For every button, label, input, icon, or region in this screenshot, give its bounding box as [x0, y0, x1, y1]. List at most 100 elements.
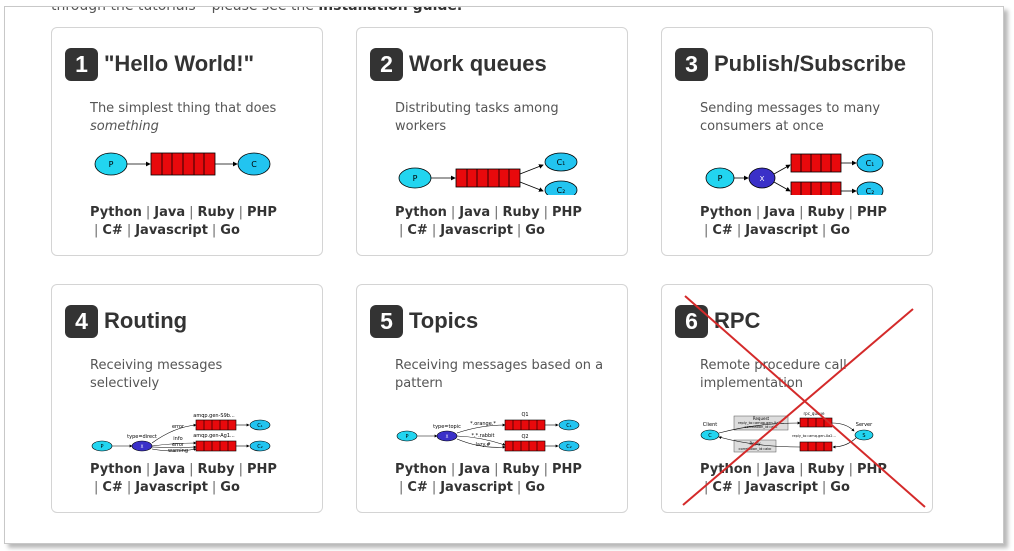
- php-link[interactable]: PHP: [551, 205, 582, 220]
- python-link[interactable]: Python: [700, 205, 752, 220]
- card-title[interactable]: 5 Topics: [370, 304, 478, 338]
- python-link[interactable]: Python: [90, 205, 142, 220]
- separator: |: [238, 462, 243, 477]
- consumer-node-1: [544, 152, 578, 172]
- go-link[interactable]: Go: [525, 480, 545, 495]
- consumer-node: [237, 152, 271, 176]
- python-link[interactable]: Python: [395, 462, 447, 477]
- consumer-node-2: [544, 180, 578, 195]
- routing-key-1: error: [172, 424, 185, 430]
- javascript-link[interactable]: Javascript: [135, 223, 208, 238]
- csharp-link[interactable]: C#: [712, 480, 733, 495]
- java-link[interactable]: Java: [764, 205, 796, 220]
- rpc-queue-name: rpc_queue: [804, 411, 825, 416]
- go-link[interactable]: Go: [525, 223, 545, 238]
- separator: |: [516, 223, 522, 238]
- python-link[interactable]: Python: [700, 462, 752, 477]
- separator: |: [450, 205, 456, 220]
- server-label: Server: [856, 422, 873, 428]
- php-link[interactable]: PHP: [246, 205, 277, 220]
- csharp-link[interactable]: C#: [407, 223, 428, 238]
- javascript-link[interactable]: Javascript: [440, 480, 513, 495]
- consumer-node-2: [856, 181, 884, 195]
- go-link[interactable]: Go: [830, 480, 850, 495]
- php-link[interactable]: PHP: [551, 462, 582, 477]
- tutorial-number-badge: 1: [65, 47, 98, 81]
- java-link[interactable]: Java: [154, 462, 186, 477]
- card-title[interactable]: 2 Work queues: [370, 47, 547, 81]
- separator: |: [848, 205, 853, 220]
- separator: |: [494, 205, 499, 220]
- intro-text: through the tutorials – please see the i…: [51, 6, 463, 14]
- javascript-link[interactable]: Javascript: [135, 480, 208, 495]
- csharp-link[interactable]: C#: [712, 223, 733, 238]
- go-link[interactable]: Go: [830, 223, 850, 238]
- reply-correlation-id: correlation_id=abc: [739, 447, 772, 451]
- ruby-link[interactable]: Ruby: [502, 205, 540, 220]
- separator: |: [516, 480, 522, 495]
- separator: |: [126, 223, 132, 238]
- tutorial-title[interactable]: Work queues: [409, 51, 547, 76]
- tutorial-title[interactable]: Publish/Subscribe: [714, 51, 906, 76]
- tutorial-card-6: 6 RPC Remote procedure call implementati…: [661, 284, 933, 513]
- java-link[interactable]: Java: [764, 462, 796, 477]
- ruby-link[interactable]: Ruby: [807, 205, 845, 220]
- python-link[interactable]: Python: [395, 205, 447, 220]
- intro-prefix: through the tutorials – please see the: [51, 6, 314, 14]
- csharp-link[interactable]: C#: [102, 223, 123, 238]
- separator: |: [704, 480, 709, 495]
- consumer-1-label: C₁: [866, 159, 875, 168]
- hello-world-diagram: P C: [94, 152, 271, 176]
- tutorial-card-2: 2 Work queues Distributing tasks among w…: [356, 27, 628, 256]
- separator: |: [543, 205, 548, 220]
- consumer-node-1: [558, 419, 580, 431]
- tutorial-description: Sending messages to many consumers at on…: [700, 101, 881, 134]
- tutorial-title[interactable]: "Hello World!": [104, 51, 255, 76]
- javascript-link[interactable]: Javascript: [440, 223, 513, 238]
- separator: |: [450, 462, 456, 477]
- php-link[interactable]: PHP: [856, 205, 887, 220]
- ruby-link[interactable]: Ruby: [197, 205, 235, 220]
- separator: |: [736, 480, 742, 495]
- consumer-1-label: C₁: [257, 423, 263, 429]
- php-link[interactable]: PHP: [246, 462, 277, 477]
- card-title[interactable]: 6 RPC: [675, 304, 760, 338]
- java-link[interactable]: Java: [154, 205, 186, 220]
- card-title[interactable]: 3 Publish/Subscribe: [675, 47, 906, 81]
- go-link[interactable]: Go: [220, 480, 240, 495]
- tutorial-number-badge: 3: [675, 47, 708, 81]
- installation-guide-link[interactable]: installation guide.: [318, 6, 463, 14]
- ruby-link[interactable]: Ruby: [807, 462, 845, 477]
- queue-1-name: Q1: [521, 412, 528, 418]
- ruby-link[interactable]: Ruby: [502, 462, 540, 477]
- exchange-type-label: type=direct: [127, 434, 157, 440]
- ruby-link[interactable]: Ruby: [197, 462, 235, 477]
- card-title[interactable]: 4 Routing: [65, 304, 187, 338]
- tutorial-title[interactable]: RPC: [714, 308, 761, 333]
- language-links: Python|Java|Ruby|PHP|C#|Javascript|Go: [700, 461, 925, 497]
- language-links: Python|Java|Ruby|PHP|C#|Javascript|Go: [395, 461, 620, 497]
- exchange-type-label: type=topic: [433, 424, 461, 430]
- screenshot-frame: through the tutorials – please see the i…: [4, 6, 1004, 544]
- php-link[interactable]: PHP: [856, 462, 887, 477]
- tutorial-title[interactable]: Topics: [409, 308, 479, 333]
- go-link[interactable]: Go: [220, 223, 240, 238]
- producer-label: P: [109, 160, 114, 169]
- java-link[interactable]: Java: [459, 205, 491, 220]
- javascript-link[interactable]: Javascript: [745, 223, 818, 238]
- tutorial-title[interactable]: Routing: [104, 308, 188, 333]
- consumer-node-1: [249, 419, 271, 431]
- separator: |: [399, 480, 404, 495]
- javascript-link[interactable]: Javascript: [745, 480, 818, 495]
- tutorial-number-badge: 4: [65, 304, 98, 338]
- separator: |: [704, 223, 709, 238]
- python-link[interactable]: Python: [90, 462, 142, 477]
- csharp-link[interactable]: C#: [102, 480, 123, 495]
- java-link[interactable]: Java: [459, 462, 491, 477]
- consumer-1-label: C₁: [557, 158, 566, 167]
- language-links: Python|Java|Ruby|PHP|C#|Javascript|Go: [90, 461, 315, 497]
- csharp-link[interactable]: C#: [407, 480, 428, 495]
- separator: |: [238, 205, 243, 220]
- card-title[interactable]: 1 "Hello World!": [65, 47, 254, 81]
- separator: |: [211, 223, 217, 238]
